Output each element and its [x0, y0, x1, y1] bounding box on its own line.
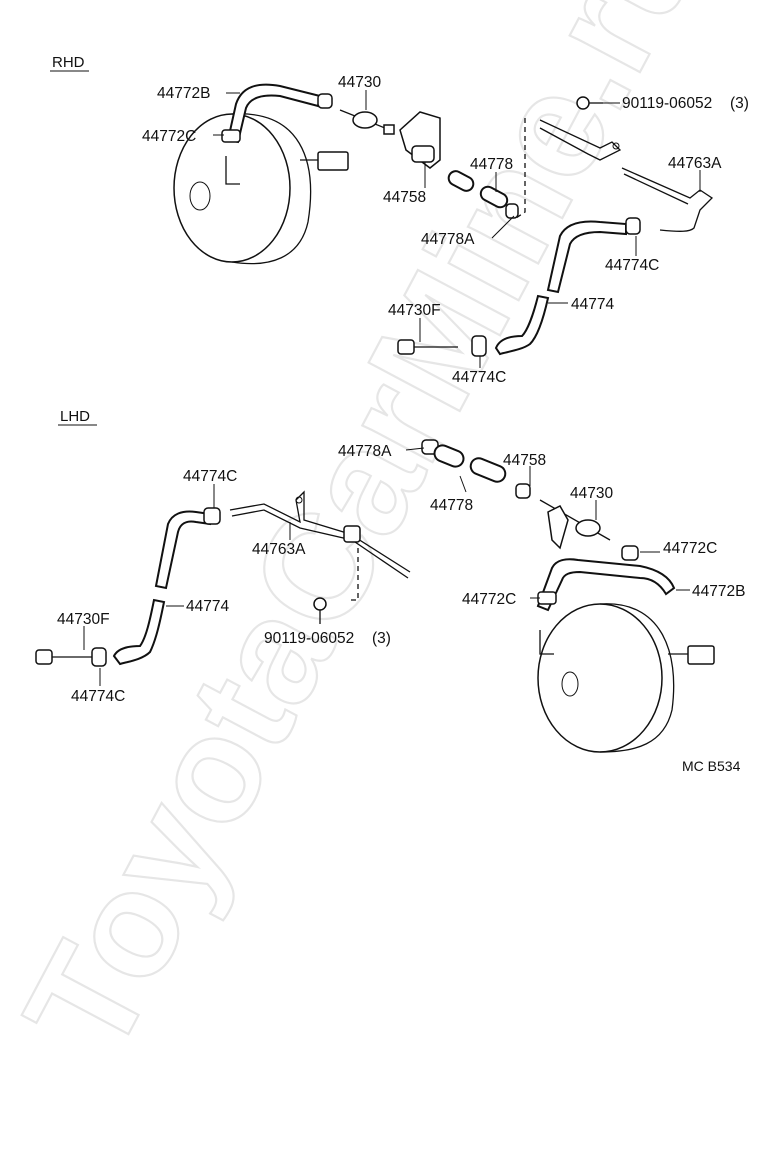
rhd-label-44774C-b: 44774C: [452, 369, 506, 386]
rhd-check-valve-44730: [339, 109, 395, 135]
lhd-label-44778: 44778: [430, 497, 473, 514]
rhd-heading: RHD: [52, 54, 85, 71]
rhd-label-44758: 44758: [383, 189, 426, 206]
lhd-check-valve-44730: [539, 499, 611, 550]
rhd-label-90119-06052: 90119-06052: [622, 95, 712, 112]
rhd-union-44730F: [397, 335, 487, 357]
lhd-heading: LHD: [60, 408, 90, 425]
lhd-leaders: [83, 447, 690, 686]
lhd-clamp-44772C-a: [621, 545, 639, 561]
lhd-label-44763A: 44763A: [252, 541, 306, 558]
rhd-hose-44778: [447, 170, 475, 192]
lhd-bolt-90119: [313, 597, 327, 624]
lhd-label-44772B: 44772B: [692, 583, 745, 600]
lhd-label-90119-qty: (3): [372, 630, 391, 647]
lhd-hose-44778: [469, 457, 507, 483]
diagram-code: MC B534: [682, 758, 741, 774]
rhd-pipe-44763A: [539, 119, 714, 232]
lhd-label-44774C-a: 44774C: [183, 468, 237, 485]
lhd-label-44774C-b: 44774C: [71, 688, 125, 705]
rhd-label-44774C-a: 44774C: [605, 257, 659, 274]
lhd-label-44730F: 44730F: [57, 611, 110, 628]
lhd-label-90119-06052: 90119-06052: [264, 630, 354, 647]
rhd-label-44778A: 44778A: [421, 231, 475, 248]
lhd-hose-44772B: [536, 558, 676, 612]
lhd-union-44730F: [35, 647, 107, 667]
rhd-label-44763A: 44763A: [668, 155, 722, 172]
lhd-clamp-44772C-b: [537, 591, 557, 605]
lhd-label-44772C-a: 44772C: [663, 540, 717, 557]
lhd-label-44730: 44730: [570, 485, 613, 502]
rhd-bolt-90119: [576, 96, 603, 110]
rhd-label-44772C: 44772C: [142, 128, 196, 145]
rhd-label-44778: 44778: [470, 156, 513, 173]
rhd-label-44772B: 44772B: [157, 85, 210, 102]
rhd-leaders: [213, 90, 701, 368]
rhd-label-44730: 44730: [338, 74, 381, 91]
watermark: ToyotaCarMine.ru: [0, 0, 735, 1081]
lhd-hose-44778A: [433, 444, 465, 468]
lhd-section: LHD: [35, 408, 745, 753]
lhd-hose-44774: [154, 510, 211, 590]
lhd-label-44758: 44758: [503, 452, 546, 469]
rhd-clamp-upper: [317, 93, 333, 109]
rhd-label-44730F: 44730F: [388, 302, 441, 319]
lhd-label-44774: 44774: [186, 598, 229, 615]
lhd-label-44772C-b: 44772C: [462, 591, 516, 608]
rhd-brake-booster: [173, 113, 349, 265]
rhd-label-90119-qty: (3): [730, 95, 749, 112]
lhd-label-44778A: 44778A: [338, 443, 392, 460]
lhd-pipe-44763A: [229, 490, 411, 579]
rhd-section: RHD: [50, 54, 749, 386]
rhd-clamp-44772C: [221, 129, 241, 143]
rhd-hose-44774: [546, 220, 627, 294]
rhd-bracket: [399, 111, 441, 169]
rhd-label-44774: 44774: [571, 296, 614, 313]
lhd-brake-booster: [537, 603, 715, 753]
